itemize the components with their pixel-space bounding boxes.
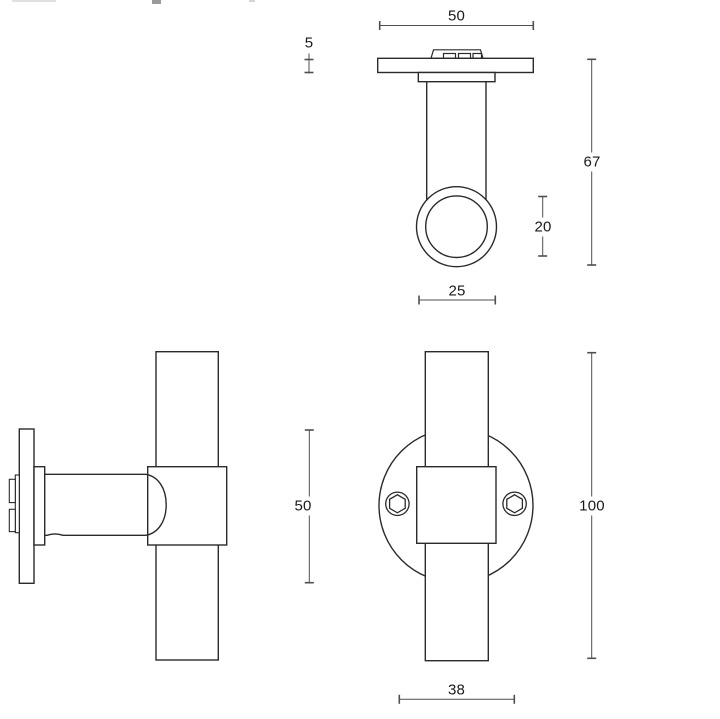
dim-knob-diameter [418, 295, 497, 305]
dim-top-plate-width [378, 21, 535, 30]
spring-clip [430, 49, 484, 59]
front-clamp-block [416, 466, 497, 545]
side-wall-plate [18, 428, 35, 585]
top-edge-artifact [152, 0, 161, 4]
stem-dome-arc [145, 473, 167, 536]
top-view [377, 49, 535, 268]
side-view [8, 351, 228, 661]
front-view [378, 351, 534, 662]
dim-label-overall-height: 67 [581, 152, 603, 171]
dim-screw-spacing [398, 694, 516, 704]
top-edge-artifact [249, 0, 255, 2]
side-stem-bottom-edge [44, 533, 146, 536]
top-neck [417, 71, 496, 83]
dim-label-overall-length: 100 [577, 496, 607, 515]
dim-label-bar-diameter: 20 [532, 217, 554, 236]
dim-label-screw-spacing: 38 [447, 681, 466, 698]
spindle-tab-lower [8, 508, 16, 533]
spindle-tab-upper [8, 478, 16, 504]
knob-inner-circle [425, 195, 489, 259]
side-clamp-block [146, 466, 228, 546]
hex-screw-right [502, 491, 527, 517]
dim-plate-thickness [304, 53, 314, 74]
hex-screw-left [385, 491, 410, 517]
top-edge-artifact [12, 0, 56, 2]
side-flange [33, 466, 46, 546]
top-plate [377, 57, 535, 74]
spindle-strip [14, 474, 20, 534]
dim-label-plate-thickness: 5 [304, 34, 314, 52]
dim-label-top-plate-width: 50 [447, 7, 466, 25]
dim-label-knob-diameter: 25 [448, 282, 466, 299]
dim-label-rose-diameter: 50 [292, 496, 314, 516]
